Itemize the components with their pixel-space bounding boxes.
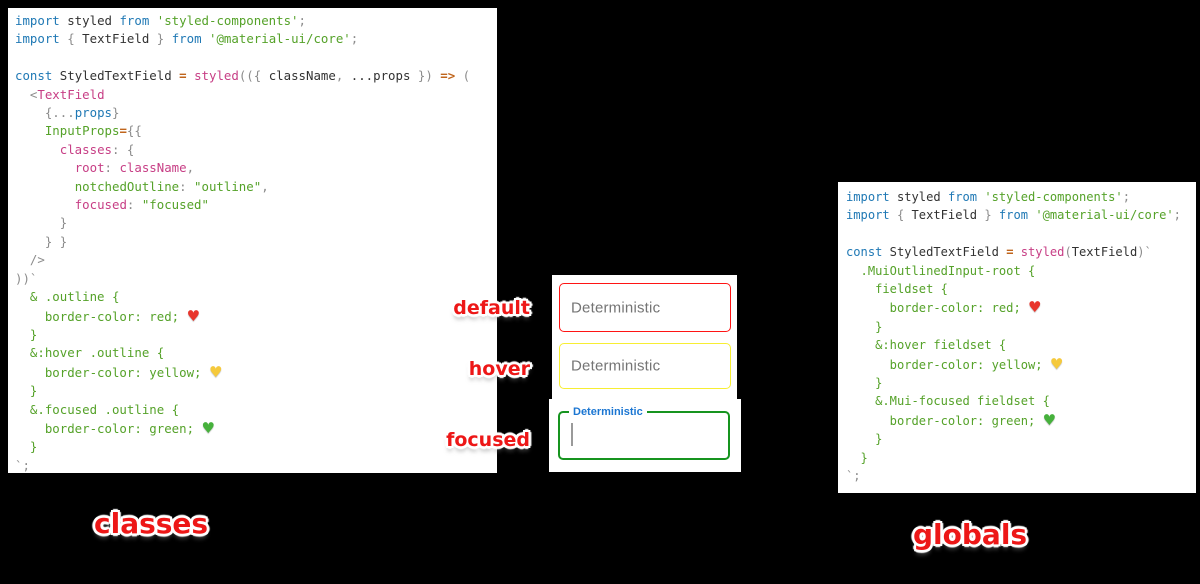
heart-icon: ♥	[1042, 410, 1057, 429]
code-line: &:hover fieldset {	[846, 338, 1007, 353]
state-label-default: default	[453, 297, 530, 319]
code-line: border-color: yellow; ♥	[846, 354, 1064, 373]
code-line: border-color: red; ♥	[846, 298, 1042, 317]
code-line: notchedOutline: "outline",	[74, 178, 269, 194]
code-line: />	[15, 252, 45, 268]
code-line: import styled from 'styled-components';	[15, 13, 306, 28]
code-line: border-color: green; ♥	[846, 410, 1057, 429]
textfield-hover[interactable]: Deterministic	[559, 343, 731, 389]
textfield-default-label: Deterministic	[571, 299, 661, 316]
code-line: & .outline {	[15, 289, 120, 305]
textfield-default[interactable]: Deterministic	[559, 283, 731, 332]
code-line: `;	[846, 469, 861, 484]
code-line: border-color: green; ♥	[15, 418, 215, 437]
code-block-classes: import styled from 'styled-components'; i…	[8, 8, 497, 475]
code-line: import { TextField } from '@material-ui/…	[846, 208, 1181, 223]
code-block-globals: import styled from 'styled-components'; i…	[838, 182, 1196, 486]
textfield-hover-label: Deterministic	[571, 357, 661, 375]
caption-globals: globals	[913, 518, 1028, 551]
code-line	[846, 225, 1196, 243]
code-line: &.Mui-focused fieldset {	[846, 394, 1050, 409]
code-line: }	[846, 450, 868, 465]
code-line: const StyledTextField = styled(TextField…	[846, 245, 1152, 260]
right-code-panel: import styled from 'styled-components'; i…	[838, 182, 1196, 493]
textfield-focused[interactable]: Deterministic	[558, 405, 730, 460]
caption-classes: classes	[94, 507, 209, 540]
heart-icon: ♥	[186, 306, 201, 325]
code-line: .MuiOutlinedInput-root {	[846, 263, 1036, 278]
heart-icon: ♥	[201, 418, 215, 437]
code-line: const StyledTextField = styled(({ classN…	[15, 68, 471, 84]
heart-icon: ♥	[1028, 298, 1042, 317]
code-line: fieldset {	[846, 282, 948, 297]
code-line: }	[846, 432, 883, 447]
code-line: &.focused .outline {	[15, 401, 180, 417]
code-line	[15, 49, 497, 67]
state-label-focused: focused	[446, 429, 530, 451]
code-line: }	[846, 319, 883, 334]
code-line: `;	[15, 457, 30, 473]
textfield-floating-label: Deterministic	[569, 405, 647, 419]
code-line: &:hover .outline {	[15, 345, 165, 361]
text-cursor	[571, 423, 573, 446]
code-line: import styled from 'styled-components';	[846, 190, 1130, 204]
left-code-panel: import styled from 'styled-components'; i…	[8, 8, 497, 473]
heart-icon: ♥	[208, 362, 223, 381]
code-line: } }	[15, 233, 68, 249]
code-line: ))`	[15, 270, 38, 286]
code-line: focused: "focused"	[74, 197, 209, 213]
code-line: classes: {	[59, 141, 135, 157]
code-line: }	[15, 383, 38, 399]
heart-icon: ♥	[1049, 354, 1064, 373]
code-line: InputProps={{	[44, 123, 142, 139]
code-line: }	[15, 439, 38, 455]
code-line: }	[15, 326, 38, 342]
code-line: root: className,	[74, 160, 195, 176]
code-line: <TextField	[15, 86, 105, 102]
code-line: import { TextField } from '@material-ui/…	[15, 31, 359, 47]
state-label-hover: hover	[468, 358, 530, 380]
code-line: {...props}	[15, 105, 120, 121]
code-line: border-color: yellow; ♥	[15, 362, 223, 381]
code-line: border-color: red; ♥	[15, 306, 201, 325]
code-line: }	[846, 376, 883, 391]
code-line: }	[15, 215, 68, 231]
